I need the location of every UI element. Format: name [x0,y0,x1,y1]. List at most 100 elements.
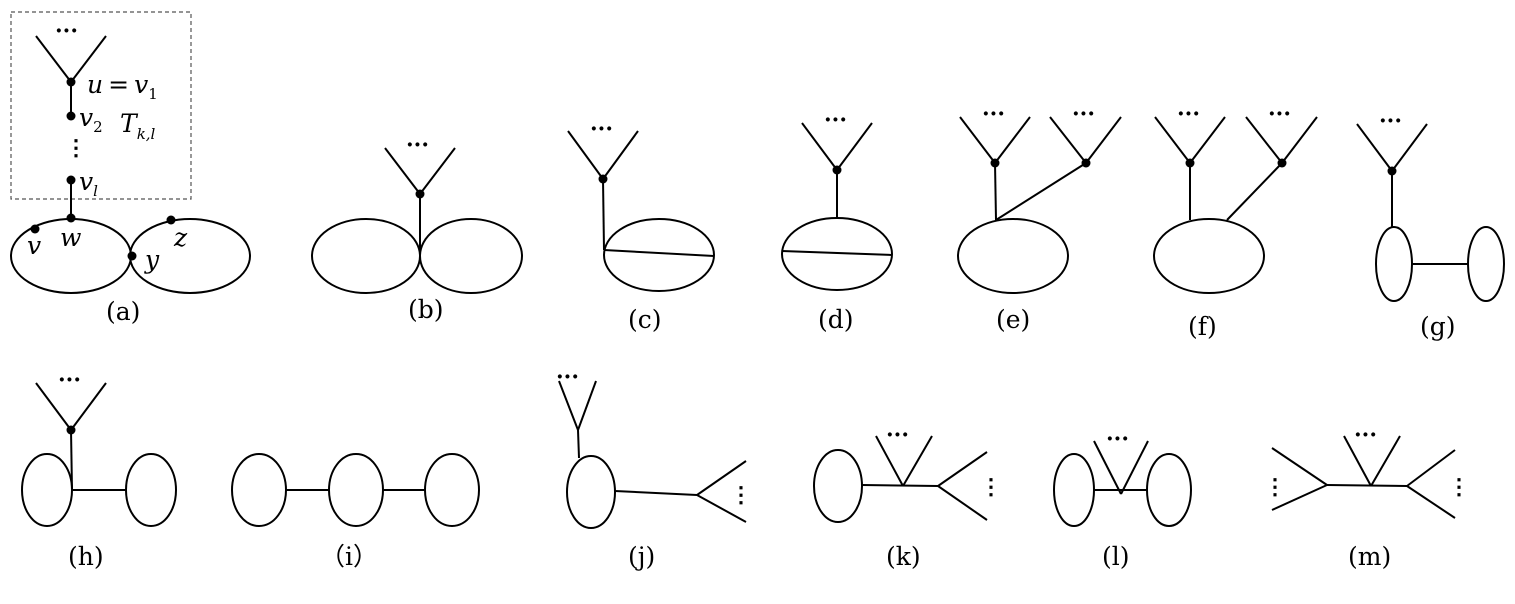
tree-ellipsis-top: ··· [886,422,909,448]
tree-right-branch-upper [1406,449,1456,487]
panel-h: ··· (h) [21,367,177,571]
tree-vertical-ellipsis: ⋮ [980,474,1002,500]
tree-branch-left [801,122,838,171]
tree-ellipsis: ··· [1106,426,1129,452]
label-z: z [173,223,188,252]
theta-chord [781,250,893,256]
cycle-right [419,218,523,294]
tree-branch-right [1120,440,1149,495]
tree-left-branch-left [959,116,996,164]
path-edge-right [1226,162,1283,221]
caption-f: (f) [1188,312,1217,341]
tree-branch-left [35,35,72,83]
tree-ellipsis: ··· [58,367,81,393]
caption-d: (d) [818,305,854,334]
tree-left-branch-upper [1271,447,1328,486]
tree-boundary-box [10,11,192,200]
cycle-right [1467,226,1505,302]
panel-i: （i） [231,453,480,571]
bridge-edge [861,484,939,487]
cycle-left [231,453,287,527]
caption-j: (j) [628,542,655,571]
caption-m: (m) [1348,542,1391,571]
tree-ellipsis-left: ··· [982,101,1005,127]
caption-h: (h) [68,542,104,571]
cycle [957,218,1069,294]
tree-branch-left [1356,123,1393,172]
cycle [1153,218,1265,294]
label-u-equals-v1: u=v1 [87,70,158,103]
label-y: y [144,245,160,274]
path-edge-left [994,162,997,221]
label-vl: vl [79,167,98,200]
vertex-y [127,251,137,261]
cycle-left [1053,453,1095,527]
vertex-w [66,213,76,223]
cycle-right [1146,453,1192,527]
tree-left-branch-left [1154,116,1191,164]
cycle-right [424,453,480,527]
tree-branch-right [602,130,639,180]
vertex-v [30,224,40,234]
caption-i: （i） [320,542,378,571]
vertex-v2 [66,111,76,121]
panel-f: ··· ··· (f) [1153,101,1318,341]
tree-branch-right [1391,123,1428,172]
path-edge [602,178,605,251]
cycle-middle [328,453,384,527]
cycle-left [311,218,421,294]
tree-ellipsis: ··· [1379,108,1402,134]
cycle [813,449,863,523]
label-T-k-l: Tk,l [120,109,156,143]
tree-branch-right [419,147,456,195]
tree-branch-right [70,35,107,83]
tree-branch-right [577,380,597,431]
tree-ellipsis-right: ··· [1268,101,1291,127]
tree-ellipsis: ··· [406,132,429,158]
caption-e: (e) [996,305,1030,334]
tree-branch-left [35,382,72,431]
cycle-left [21,453,73,527]
tree-ellipsis: ··· [824,107,847,133]
panel-m: ⋮ ··· ⋮ (m) [1264,422,1470,571]
tree-branch-right [70,382,107,431]
tree-left-branch-right [994,116,1031,164]
cycle [566,455,616,529]
tree-ellipsis: ··· [590,116,613,142]
tree-right-branch-lower [1406,485,1456,519]
panel-e: ··· ··· (e) [957,101,1122,334]
vertex-z [166,215,176,225]
panel-b: ··· (b) [311,132,523,324]
tree-right-branch-right [1085,116,1122,164]
tree-branch-upper [696,460,747,496]
tree-branch-lower [696,494,747,523]
tree-top-branch-right [902,435,933,487]
panel-d: ··· (d) [781,107,893,334]
caption-k: (k) [886,542,921,571]
tree-right-branch-left [1245,116,1283,164]
tree-right-branch-left [1049,116,1087,164]
tree-ellipsis-top: ··· [1354,422,1377,448]
tree-right-branch-right [1281,116,1318,164]
tree-top-branch-left [1343,435,1372,487]
label-v2: v2 [79,103,103,136]
tree-branch-left [567,130,604,180]
bridge-edge [614,490,698,496]
tree-top-branch-left [875,435,904,487]
theta-chord [603,249,715,257]
panel-j: ··· ⋮ (j) [556,364,752,571]
cycle-left [1375,226,1413,302]
tree-ellipsis-left: ··· [1177,101,1200,127]
label-v: v [27,231,41,260]
cycle-right [125,453,177,527]
tree-branch-right [836,122,873,171]
panel-k: ··· ⋮ (k) [813,422,1002,571]
vertex-vl [66,175,76,185]
tree-right-vertical-ellipsis: ⋮ [1448,474,1470,500]
caption-l: (l) [1102,542,1130,571]
panel-l: ··· (l) [1053,426,1192,571]
tree-branch-left [384,147,421,195]
tree-left-branch-right [1189,116,1226,164]
tree-left-vertical-ellipsis: ⋮ [1264,474,1286,500]
